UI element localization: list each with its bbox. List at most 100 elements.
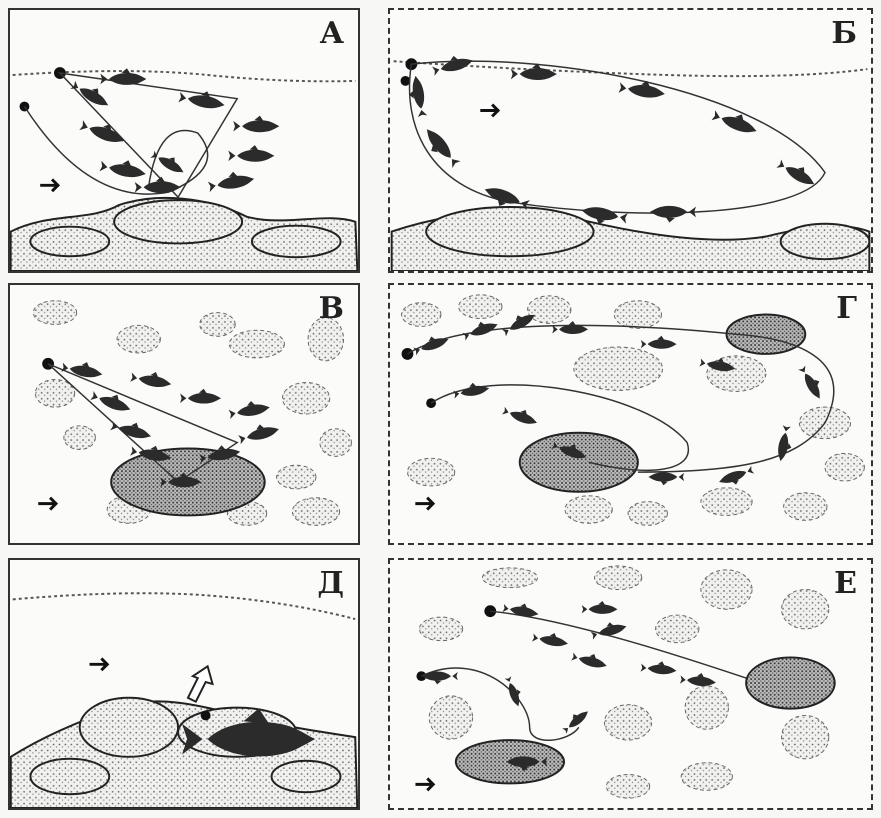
stone-outline — [117, 325, 160, 353]
stone-outline — [229, 330, 284, 358]
panel-b-drawing — [390, 10, 871, 271]
panel-a: А — [8, 8, 360, 273]
stone-outline — [200, 313, 235, 337]
stone-outline — [459, 295, 502, 319]
fish-silhouette — [582, 601, 618, 614]
fish-silhouette — [532, 629, 570, 648]
stone-outline — [628, 502, 667, 526]
water-surface — [13, 593, 355, 619]
panel-g: Г — [388, 283, 873, 545]
move-up-arrow-icon — [188, 666, 213, 701]
panel-letter: Б — [831, 16, 857, 51]
stone-outline — [429, 696, 472, 739]
fish-silhouette — [412, 331, 450, 355]
stone-outline — [782, 590, 829, 629]
start-point-marker — [201, 711, 211, 721]
stone-outline — [482, 568, 537, 588]
panel-v: В — [8, 283, 360, 545]
panel-b: Б — [388, 8, 873, 273]
fish-silhouette — [590, 618, 628, 640]
panel-letter: Е — [834, 566, 857, 601]
stone-outline — [701, 570, 752, 609]
stone-outline — [277, 465, 316, 489]
stone-target — [746, 657, 835, 708]
panel-d: Д — [8, 558, 360, 810]
stone-outline — [320, 429, 352, 457]
current-arrow-icon — [90, 658, 108, 670]
fish-silhouette — [150, 147, 188, 176]
stone-outline — [656, 615, 699, 643]
fish-silhouette — [560, 706, 591, 734]
current-arrow-icon — [40, 179, 58, 191]
stone-outline — [685, 686, 728, 729]
fish-silhouette — [180, 389, 221, 404]
fish-silhouette — [207, 168, 255, 192]
fish-silhouette — [650, 206, 696, 223]
stone — [252, 226, 341, 258]
fish-silhouette — [228, 145, 274, 162]
stone-outline — [33, 301, 76, 325]
stone — [781, 224, 870, 259]
trajectory-loop — [410, 61, 825, 213]
current-arrow-icon — [415, 778, 433, 790]
stone-outline — [35, 380, 74, 408]
stone-outline — [64, 426, 96, 450]
stone-outline — [528, 296, 571, 324]
fish-silhouette — [776, 425, 795, 463]
fish-silhouette — [178, 87, 226, 111]
stone-outline — [407, 458, 454, 486]
stone-outline — [782, 715, 829, 758]
fish-silhouette — [648, 472, 684, 485]
fish-silhouette — [228, 398, 271, 420]
panel-a-drawing — [10, 10, 358, 271]
stone-outline — [292, 498, 339, 526]
panel-g-drawing — [390, 285, 871, 543]
panel-e: Е — [388, 558, 873, 810]
fish-silhouette — [461, 317, 499, 341]
panel-letter: В — [319, 291, 344, 326]
fish-silhouette — [641, 336, 677, 349]
fish-silhouette — [776, 155, 819, 188]
panel-letter: А — [320, 16, 344, 51]
fish-silhouette — [552, 321, 588, 334]
stone-outline — [402, 303, 441, 327]
stone-outline — [825, 453, 864, 481]
stone-outline — [606, 775, 649, 799]
fish-silhouette — [504, 675, 525, 708]
fish-silhouette — [130, 368, 173, 390]
fish-silhouette — [237, 420, 280, 445]
panel-letter: Д — [317, 566, 344, 601]
fish-silhouette — [422, 671, 458, 684]
stone-outline — [282, 382, 329, 414]
trajectory-loop — [490, 611, 746, 678]
fish-silhouette — [680, 671, 717, 687]
current-arrow-icon — [480, 105, 498, 117]
panel-v-drawing — [10, 285, 358, 543]
panel-e-drawing — [390, 560, 871, 808]
fish-silhouette — [61, 358, 104, 380]
stone — [426, 207, 593, 256]
stone-outline — [681, 763, 732, 791]
fish-silhouette — [571, 649, 609, 671]
stone-outline — [784, 493, 827, 521]
panel-letter: Г — [836, 291, 857, 326]
fish-silhouette — [110, 417, 153, 442]
fish-silhouette — [502, 403, 540, 427]
fish-silhouette — [99, 156, 147, 180]
stone-outline — [595, 566, 642, 590]
fish-silhouette — [798, 364, 827, 402]
stone-outline — [614, 301, 661, 329]
stone — [80, 698, 178, 757]
fish-silhouette — [70, 77, 113, 110]
stone — [30, 227, 109, 257]
stone-outline — [604, 705, 651, 740]
stone-target — [520, 433, 638, 492]
fish-silhouette — [452, 380, 490, 399]
fish-silhouette — [233, 116, 279, 133]
current-arrow-icon — [38, 498, 56, 510]
stone-outline — [565, 496, 612, 524]
panel-d-drawing — [10, 560, 358, 808]
fish-silhouette — [640, 659, 677, 675]
stone — [114, 200, 242, 243]
stone — [272, 761, 341, 792]
